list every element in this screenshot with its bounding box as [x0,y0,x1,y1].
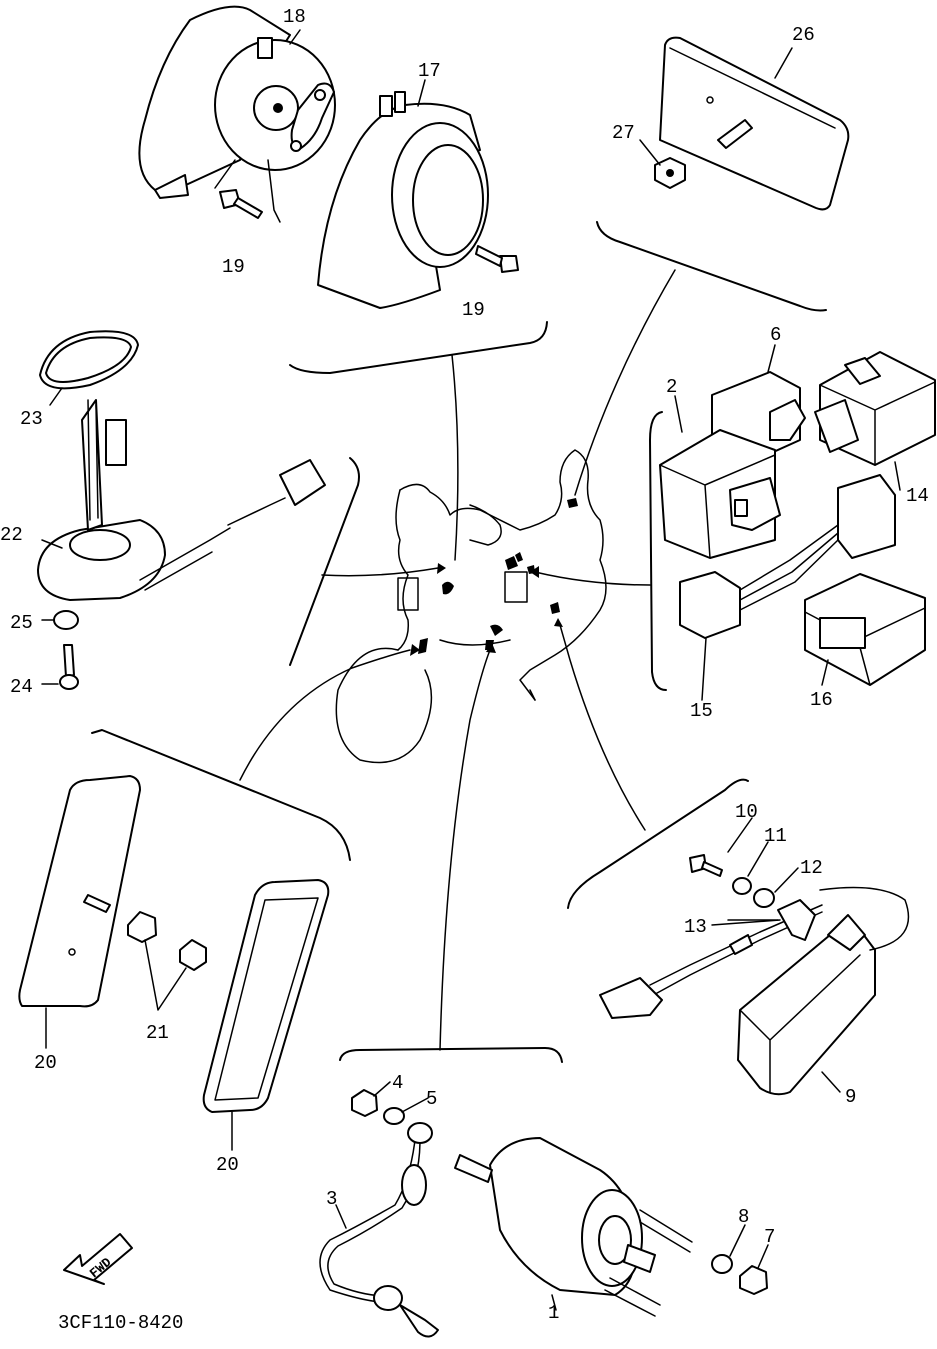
horn-part-17 [317,91,489,309]
nut-part-21 [127,911,207,1011]
callout-8: 8 [738,1206,749,1228]
washer-part-25 [53,610,79,630]
washer-part-11 [732,877,752,895]
screw-part-24 [59,644,79,690]
reflector-part-26 [659,36,850,211]
nut-part-12 [753,888,775,908]
callout-21: 21 [146,1022,169,1044]
callout-9: 9 [845,1086,856,1108]
leader-arrows [239,269,676,1051]
washer-part-8 [711,1254,733,1274]
callout-13: 13 [684,916,707,938]
callout-23: 23 [20,408,43,430]
starter-relay-part-1 [454,1137,693,1317]
nut-part-4 [351,1089,378,1117]
bolt-19a [219,189,263,219]
callout-1: 1 [548,1302,559,1324]
motorcycle-outline [335,449,607,764]
drawing-code: 3CF110-8420 [58,1312,183,1334]
callout-27: 27 [612,122,635,144]
callout-5: 5 [426,1088,437,1110]
callout-18: 18 [283,6,306,28]
washer-part-5 [383,1107,405,1125]
bracket-part-13 [727,899,816,941]
callout-22: 22 [0,524,23,546]
callout-2: 2 [666,376,677,398]
callout-6: 6 [770,324,781,346]
callout-26: 26 [792,24,815,46]
callout-labels: 18 17 19 19 26 27 6 2 14 15 16 23 22 25 … [0,6,929,1334]
connector-part-16 [804,573,926,686]
unit-part-14 [814,351,936,466]
forward-arrow-icon: FWD [63,1233,133,1285]
callout-15: 15 [690,700,713,722]
reflector-part-20a [18,775,141,1008]
bolt-part-10 [689,854,723,877]
callout-25: 25 [10,612,33,634]
callout-19a: 19 [222,256,245,278]
callout-leaders [41,29,901,1311]
lead-part-3 [319,1122,439,1338]
bolt-19b [475,245,519,273]
callout-10: 10 [735,801,758,823]
callout-20a: 20 [34,1052,57,1074]
callout-3: 3 [326,1188,337,1210]
relay-part-2 [659,429,781,559]
regulator-part-9 [599,886,910,1096]
nut-part-7 [739,1265,768,1295]
callout-14: 14 [906,485,929,507]
nut-part-27 [654,157,686,189]
callout-19b: 19 [462,299,485,321]
callout-7: 7 [764,1226,775,1248]
callout-4: 4 [392,1072,403,1094]
callout-17: 17 [418,60,441,82]
callout-20b: 20 [216,1154,239,1176]
horn-part-18 [138,5,336,223]
group-brackets [91,221,827,1063]
callout-12: 12 [800,857,823,879]
reflector-part-20b [202,879,330,1113]
connector-part-15 [679,474,896,639]
callout-11: 11 [764,825,787,847]
fuel-sender-part-22 [37,399,326,601]
gasket-part-23 [39,330,139,390]
callout-16: 16 [810,689,833,711]
callout-24: 24 [10,676,33,698]
